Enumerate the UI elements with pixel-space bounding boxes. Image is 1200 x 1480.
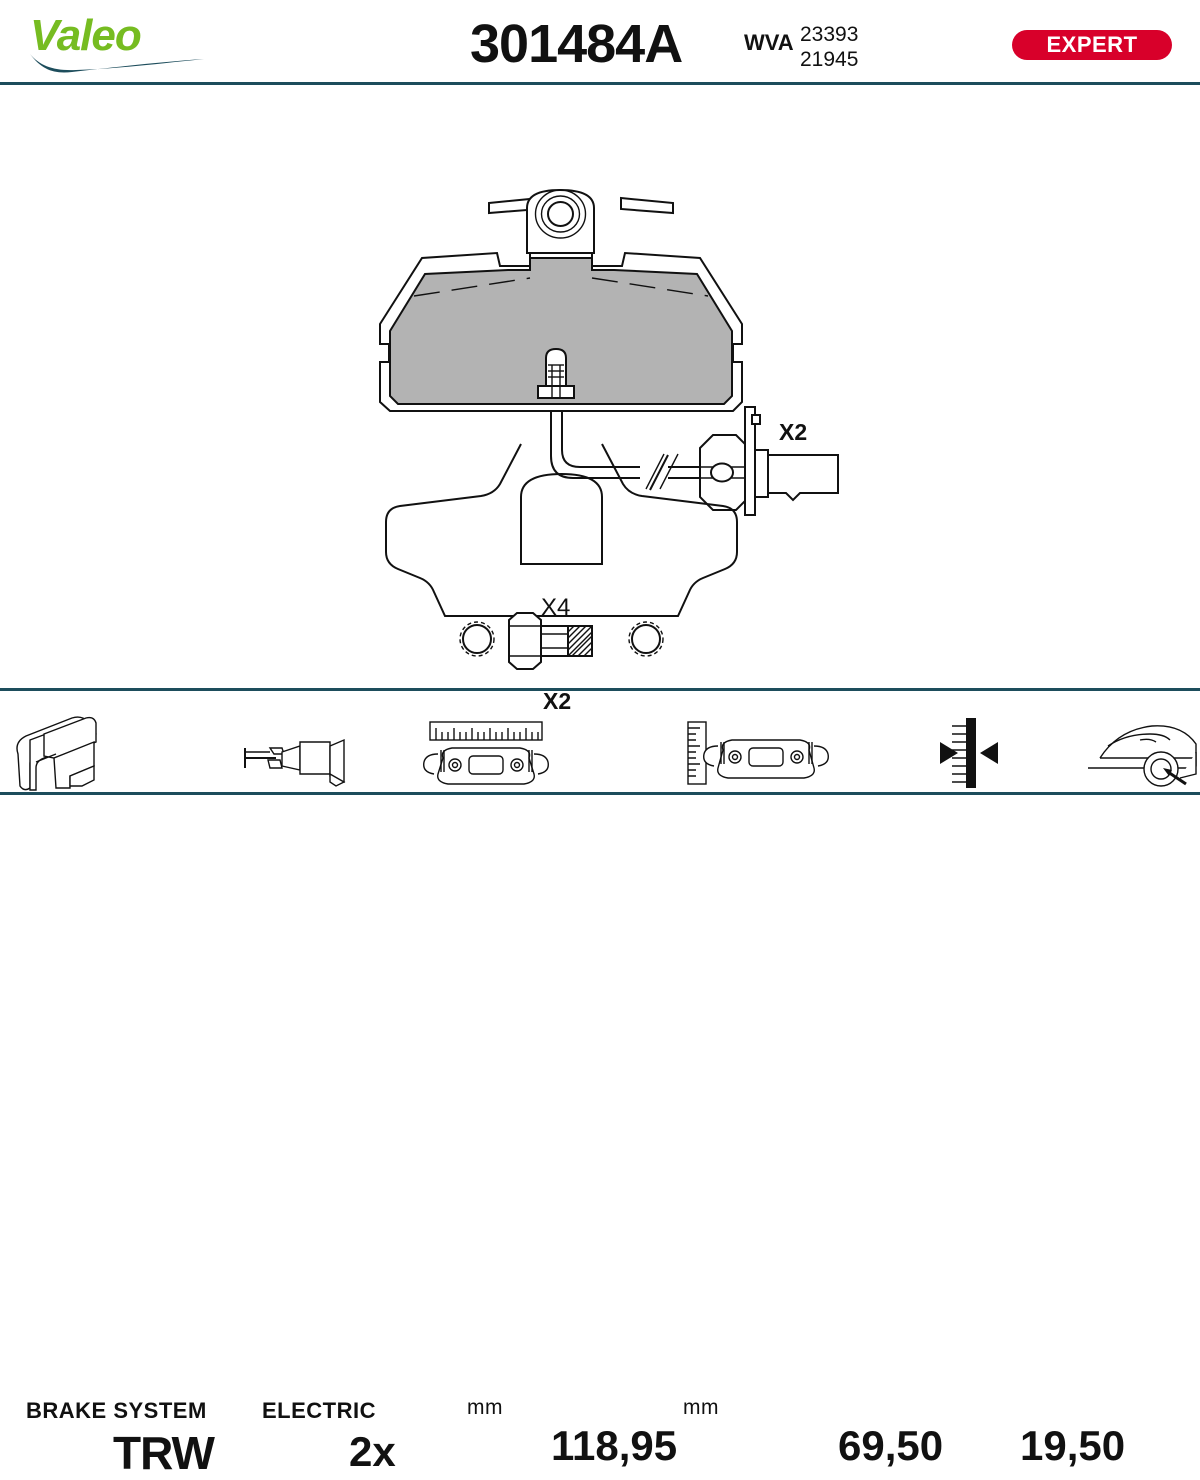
wva-code-2: 21945 (800, 48, 859, 71)
footer-divider-bottom (0, 792, 1200, 795)
brake-caliper-icon (16, 716, 97, 791)
brake-system-caption: BRAKE SYSTEM (26, 1398, 207, 1423)
footer-divider-top (0, 688, 1200, 691)
thickness-icon (940, 718, 998, 788)
sensor-connector-icon (699, 406, 839, 516)
electric-value: 2x (349, 1428, 396, 1475)
pad-chamfer-marks (413, 277, 709, 297)
pad-quantity-label: X4 (541, 594, 571, 621)
header-divider (0, 82, 1200, 85)
bolt-thread-hatching (567, 625, 593, 657)
electric-sensor-icon (244, 738, 346, 787)
wva-code-1: 23393 (800, 23, 859, 46)
page-title: 301484A (470, 14, 683, 74)
width-unit-label: mm (467, 1396, 503, 1419)
brake-pad-with-sensor-drawing (379, 188, 839, 516)
brake-pad-outline-drawing (385, 443, 738, 657)
electric-caption: ELECTRIC (262, 1398, 376, 1423)
brake-system-value: TRW (113, 1427, 215, 1479)
height-value: 69,50 (838, 1422, 944, 1469)
wear-sensor-probe-icon (537, 347, 575, 399)
car-front-axle-icon (1088, 725, 1197, 787)
bolt-drawing (508, 612, 593, 670)
wear-sensor-cable (550, 411, 700, 491)
height-pad-icon (703, 739, 829, 779)
valeo-logo: Valeo (28, 11, 208, 73)
height-ruler-icon (687, 721, 707, 785)
expert-badge: EXPERT (1012, 30, 1172, 60)
pad-hole-left-icon (459, 621, 495, 657)
sensor-quantity-label: X2 (779, 419, 808, 445)
footer-icons (16, 716, 1197, 791)
wva-label: WVA (744, 30, 794, 55)
width-pad-icon (423, 747, 549, 785)
height-unit-label: mm (683, 1396, 719, 1419)
valeo-logo-text: Valeo (30, 11, 142, 60)
valeo-swoosh-icon (30, 54, 204, 73)
wva-codes: 23393 21945 (800, 22, 858, 72)
bolt-quantity-label: X2 (543, 688, 572, 714)
width-value: 118,95 (551, 1422, 678, 1469)
product-diagram: X2 X4 (0, 86, 1200, 714)
width-ruler-icon (429, 721, 543, 741)
header: Valeo 301484A WVA 23393 21945 EXPERT (0, 0, 1200, 85)
pad-mounting-boss-icon (526, 188, 595, 254)
pad-hole-right-icon (628, 621, 664, 657)
thickness-value: 19,50 (1020, 1422, 1126, 1469)
specifications-bar: BRAKE SYSTEM ELECTRIC mm mm TRW 2x 118,9… (0, 696, 1200, 1479)
